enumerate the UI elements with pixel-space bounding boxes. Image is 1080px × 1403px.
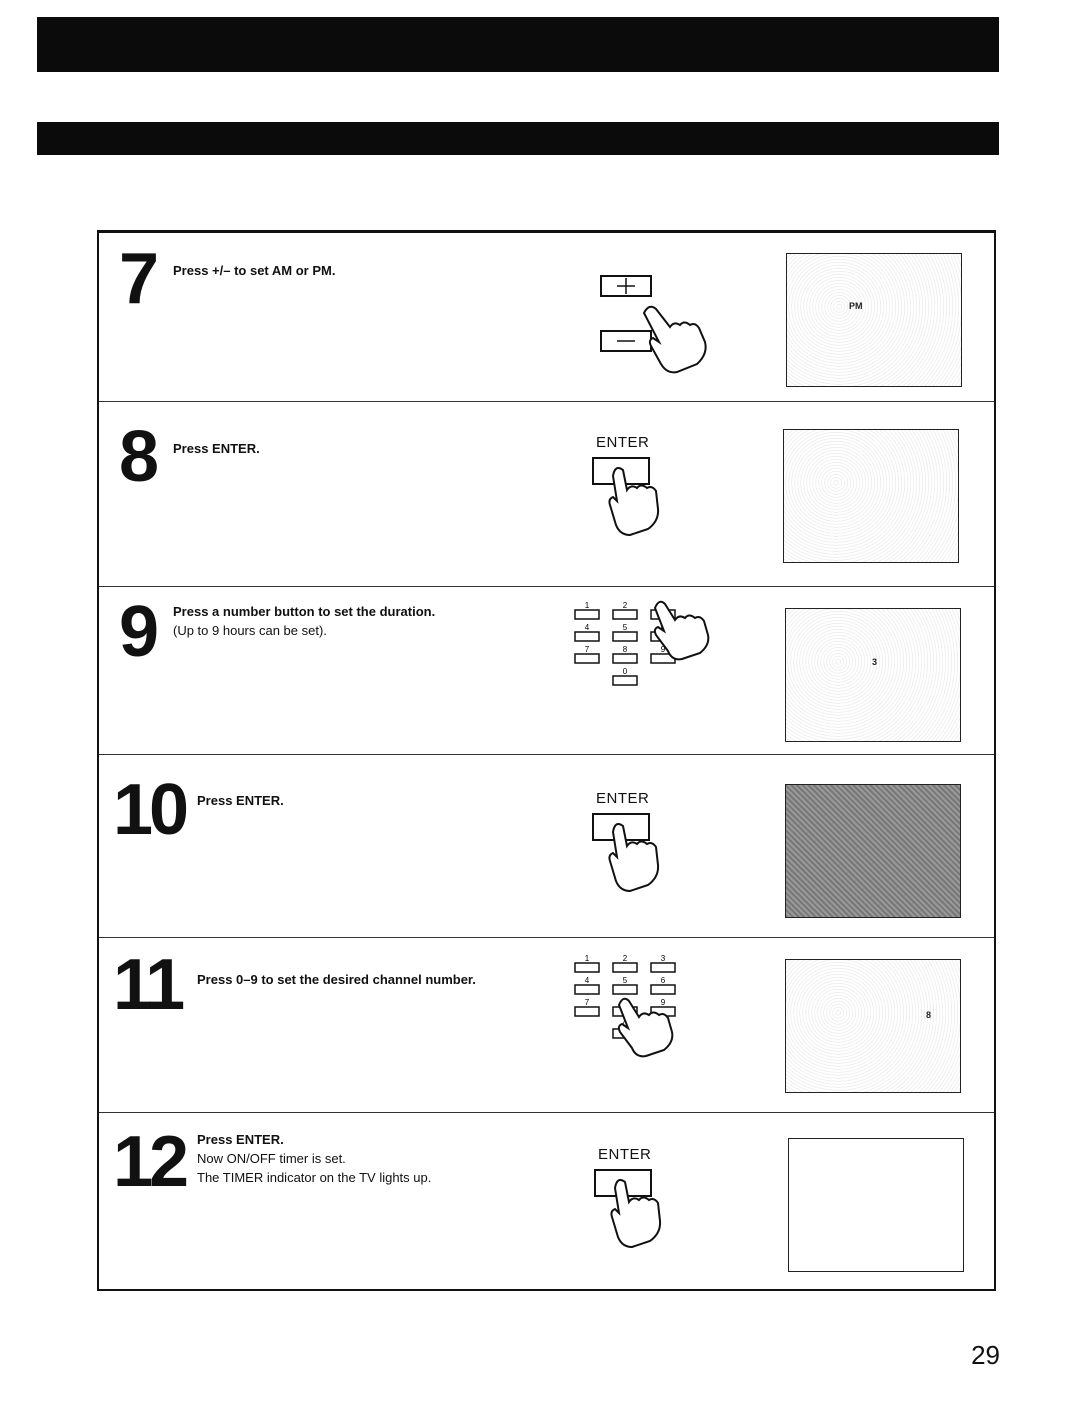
keypad-key [650,984,676,995]
keypad-key [574,653,600,664]
keypad-key-label: 8 [623,645,628,654]
pointing-hand-icon [653,600,710,661]
keypad-key [574,1006,600,1017]
step-instruction: Press ENTER. [197,793,284,808]
divider [99,401,994,402]
keypad-key-label: 9 [661,998,666,1007]
keypad-key [612,984,638,995]
pointing-hand-icon [617,997,674,1058]
tv-screen-7: PM [786,253,962,387]
divider [99,754,994,755]
step-10: 10 Press ENTER. ENTER [99,754,994,937]
page-number: 29 [971,1340,1000,1370]
tv-screen-9: 3 [785,608,961,742]
divider [99,1112,994,1113]
keypad-key-label: 0 [623,1020,628,1029]
keypad-key [574,962,600,973]
step-instruction: Press +/– to set AM or PM. [173,263,336,278]
keypad-key-label: 1 [585,954,590,963]
enter-button-icon [594,1169,662,1249]
header-bar-bottom [37,122,999,155]
pointing-hand-icon [608,823,660,893]
tv-screen-12 [788,1138,964,1272]
keypad-key [574,984,600,995]
enter-button-icon [592,813,660,893]
keypad-key [612,962,638,973]
enter-label: ENTER [596,790,650,807]
step-number: 11 [113,945,185,1025]
keypad-key [612,631,638,642]
keypad-key-label: 5 [623,976,628,985]
tv-screen-10-menu [785,784,961,918]
step-7: 7 Press +/– to set AM or PM. PM [99,233,994,401]
keypad-key-label: 7 [585,998,590,1007]
pointing-hand-icon [608,467,660,537]
enter-label: ENTER [596,434,650,451]
keypad-key-label: 2 [623,601,628,610]
step-number: 8 [119,417,159,497]
step-instruction: Press ENTER.Now ON/OFF timer is set.The … [197,1132,432,1185]
keypad-key [612,653,638,664]
divider [99,937,994,938]
step-number: 9 [119,592,159,672]
keypad-key-label: 3 [661,954,666,963]
step-8: 8 Press ENTER. ENTER [99,401,994,586]
keypad-key [650,962,676,973]
keypad-key [574,631,600,642]
tv-screen-11: 8 [785,959,961,1093]
number-keypad-icon: 1234567890 [574,600,710,686]
step-11: 11 Press 0–9 to set the desired channel … [99,937,994,1112]
pointing-hand-icon [610,1179,662,1249]
keypad-key-label: 0 [623,667,628,676]
keypad-key [612,609,638,620]
divider [99,586,994,587]
step-number: 10 [113,770,189,850]
pointing-hand-icon [642,305,707,374]
header-bar-top [37,17,999,72]
keypad-key-label: 1 [585,601,590,610]
instruction-frame: 7 Press +/– to set AM or PM. PM 8 Press … [97,230,996,1291]
plus-minus-buttons-icon [600,275,707,374]
keypad-key-label: 9 [661,645,666,654]
step-number: 12 [113,1122,189,1202]
step-instruction: Press ENTER. [173,441,260,456]
enter-label: ENTER [598,1146,652,1163]
keypad-key-label: 4 [585,623,590,632]
keypad-key-label: 6 [661,976,666,985]
keypad-key [612,675,638,686]
tv-screen-8 [783,429,959,563]
step-9: 9 Press a number button to set the durat… [99,586,994,754]
step-instruction: Press a number button to set the duratio… [173,604,436,638]
number-keypad-icon: 1234567890 [574,954,676,1058]
keypad-key-label: 4 [585,976,590,985]
enter-button-icon [592,457,660,537]
keypad-key-label: 7 [585,645,590,654]
step-instruction: Press 0–9 to set the desired channel num… [197,972,476,987]
step-number: 7 [119,239,159,319]
step-12: 12 Press ENTER.Now ON/OFF timer is set.T… [99,1112,994,1292]
keypad-key-label: 5 [623,623,628,632]
keypad-key-label: 2 [623,954,628,963]
keypad-key [574,609,600,620]
